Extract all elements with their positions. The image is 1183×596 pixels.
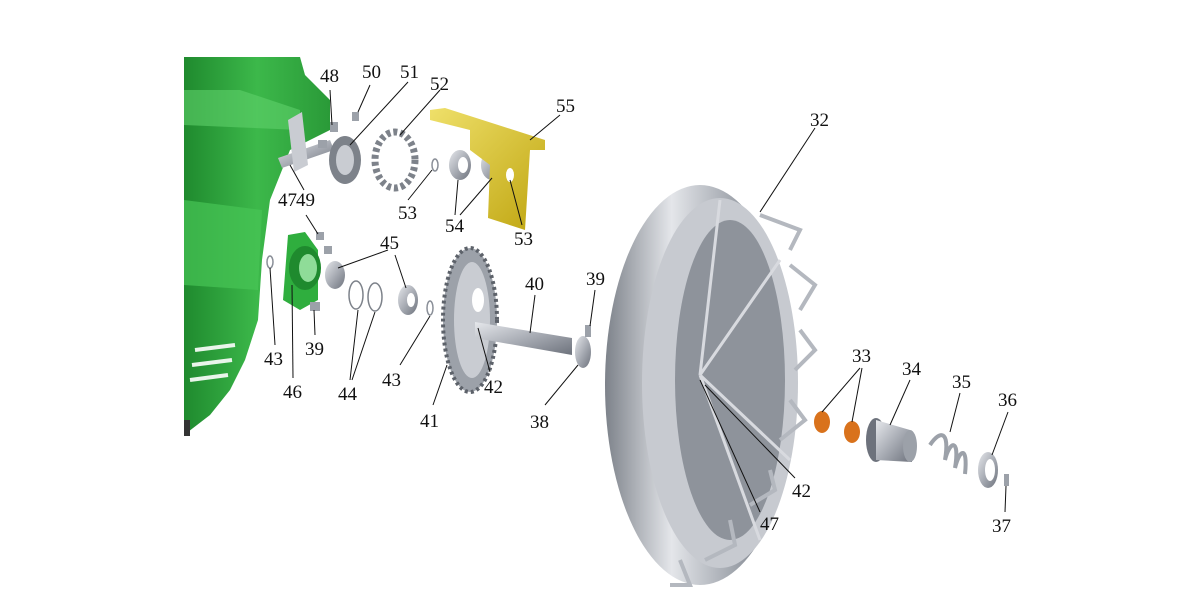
pin-37 xyxy=(1004,474,1009,486)
roller-cage-52 xyxy=(371,128,419,192)
callout-53b: 53 xyxy=(514,229,533,250)
hub-34 xyxy=(866,418,917,462)
washer-53a xyxy=(431,158,439,172)
sprocket-41 xyxy=(441,246,499,394)
callout-47a: 47 xyxy=(278,190,297,211)
spring-35 xyxy=(928,433,968,475)
flange-bearing-46 xyxy=(283,232,321,310)
callout-47b: 47 xyxy=(760,514,779,535)
callout-33: 33 xyxy=(852,346,871,367)
callout-labels: 48 50 51 52 55 32 49 53 54 53 47 45 43 3… xyxy=(264,62,1017,537)
callout-39b: 39 xyxy=(586,269,605,290)
washer-43b xyxy=(426,300,434,316)
callout-43a: 43 xyxy=(264,349,283,370)
callout-45: 45 xyxy=(380,233,399,254)
callout-51: 51 xyxy=(400,62,419,83)
callout-52: 52 xyxy=(430,74,449,95)
drum-32 xyxy=(605,185,818,587)
snap-rings-44 xyxy=(348,280,383,312)
callout-50: 50 xyxy=(362,62,381,83)
ring-36 xyxy=(978,452,998,488)
callout-42b: 42 xyxy=(792,481,811,502)
callout-55: 55 xyxy=(556,96,575,117)
callout-32: 32 xyxy=(810,110,829,131)
callout-42a: 42 xyxy=(484,377,503,398)
machine-frame xyxy=(184,57,330,436)
callout-36: 36 xyxy=(998,390,1017,411)
bearing-set-45 xyxy=(325,261,418,315)
callout-39a: 39 xyxy=(305,339,324,360)
coupler-38 xyxy=(575,325,591,368)
callout-40: 40 xyxy=(525,274,544,295)
leader-lines xyxy=(269,81,1009,513)
callout-41: 41 xyxy=(420,411,439,432)
callout-34: 34 xyxy=(902,359,922,380)
callout-44: 44 xyxy=(338,384,358,405)
callout-48: 48 xyxy=(320,66,339,87)
callout-49: 49 xyxy=(296,190,315,211)
callout-35: 35 xyxy=(952,372,971,393)
shaft-40 xyxy=(475,322,572,355)
callout-46: 46 xyxy=(283,382,302,403)
callout-54: 54 xyxy=(445,216,465,237)
callout-37: 37 xyxy=(992,516,1011,537)
callout-38: 38 xyxy=(530,412,549,433)
bracket-55 xyxy=(430,108,545,230)
bushings-33 xyxy=(814,411,860,443)
callout-43b: 43 xyxy=(382,370,401,391)
sprocket-51 xyxy=(329,136,361,184)
callout-53a: 53 xyxy=(398,203,417,224)
